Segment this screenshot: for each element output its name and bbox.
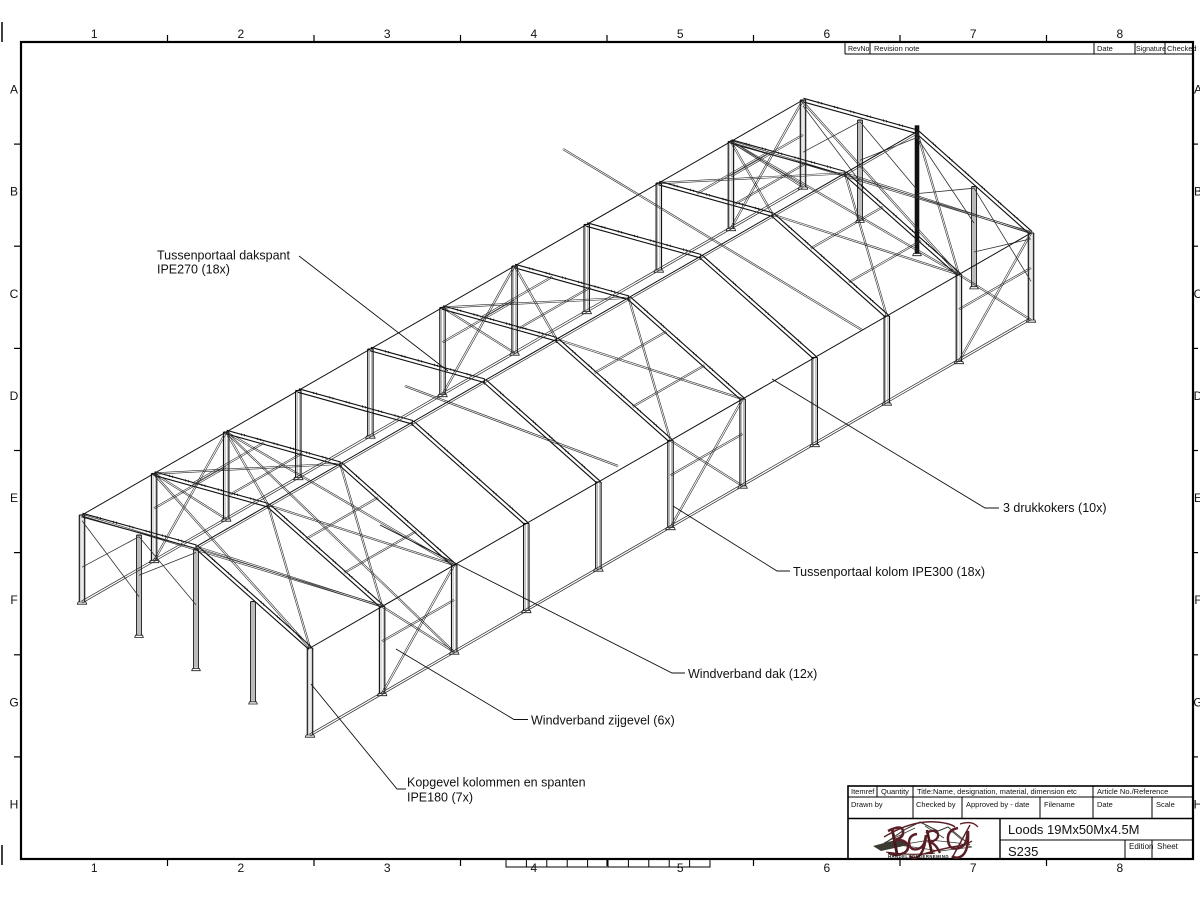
svg-text:E: E <box>10 491 18 505</box>
svg-text:4: 4 <box>530 861 537 875</box>
svg-text:E: E <box>1194 491 1200 505</box>
svg-text:1: 1 <box>91 27 98 41</box>
svg-text:7: 7 <box>970 27 977 41</box>
svg-text:G: G <box>1193 695 1200 709</box>
svg-text:RevNo: RevNo <box>848 46 870 53</box>
svg-text:Windverband dak (12x): Windverband dak (12x) <box>688 667 817 681</box>
svg-text:5: 5 <box>677 27 684 41</box>
svg-text:3 drukkokers (10x): 3 drukkokers (10x) <box>1003 501 1107 515</box>
svg-text:Checked by: Checked by <box>916 800 956 809</box>
svg-text:Signature: Signature <box>1136 46 1166 53</box>
svg-text:8: 8 <box>1116 861 1123 875</box>
svg-text:Kopgevel kolommen en spanten: Kopgevel kolommen en spanten <box>407 776 586 790</box>
svg-text:6: 6 <box>823 861 830 875</box>
svg-text:Windverband zijgevel (6x): Windverband zijgevel (6x) <box>531 714 675 728</box>
svg-text:6: 6 <box>823 27 830 41</box>
svg-text:Filename: Filename <box>1044 800 1075 809</box>
svg-text:F: F <box>10 593 17 607</box>
svg-text:HANDELSONDERNEMING: HANDELSONDERNEMING <box>888 854 949 859</box>
svg-text:C: C <box>1194 287 1200 301</box>
svg-text:A: A <box>1194 83 1200 97</box>
svg-text:Approved by - date: Approved by - date <box>966 800 1029 809</box>
svg-text:IPE270 (18x): IPE270 (18x) <box>157 263 230 277</box>
svg-text:7: 7 <box>970 861 977 875</box>
svg-text:Quantity: Quantity <box>881 787 909 796</box>
svg-text:2: 2 <box>237 861 244 875</box>
svg-text:1: 1 <box>91 861 98 875</box>
svg-text:Date: Date <box>1097 800 1113 809</box>
svg-text:3: 3 <box>384 27 391 41</box>
svg-text:5: 5 <box>677 861 684 875</box>
svg-text:F: F <box>1194 593 1200 607</box>
svg-text:C: C <box>10 287 19 301</box>
svg-text:Edition: Edition <box>1129 842 1153 851</box>
svg-text:8: 8 <box>1116 27 1123 41</box>
svg-text:3: 3 <box>384 861 391 875</box>
svg-text:IPE180 (7x): IPE180 (7x) <box>407 791 473 805</box>
svg-text:G: G <box>9 695 18 709</box>
svg-text:Loods 19Mx50Mx4.5M: Loods 19Mx50Mx4.5M <box>1008 822 1140 837</box>
svg-text:D: D <box>10 389 19 403</box>
svg-text:B: B <box>10 185 18 199</box>
svg-text:Article No./Reference: Article No./Reference <box>1097 787 1168 796</box>
svg-text:Itemref: Itemref <box>851 787 875 796</box>
svg-text:Drawn by: Drawn by <box>851 800 883 809</box>
svg-text:Title:Name, designation, mater: Title:Name, designation, material, dimen… <box>917 787 1077 796</box>
svg-text:Tussenportaal dakspant: Tussenportaal dakspant <box>157 249 290 263</box>
svg-text:Sheet: Sheet <box>1157 842 1179 851</box>
svg-text:A: A <box>10 83 18 97</box>
svg-text:2: 2 <box>237 27 244 41</box>
svg-text:Scale: Scale <box>1156 800 1175 809</box>
svg-text:S235: S235 <box>1008 844 1038 859</box>
svg-text:4: 4 <box>530 27 537 41</box>
svg-text:Tussenportaal kolom IPE300 (18: Tussenportaal kolom IPE300 (18x) <box>793 565 985 579</box>
svg-text:H: H <box>10 797 19 811</box>
svg-text:H: H <box>1194 797 1200 811</box>
svg-text:B: B <box>1194 185 1200 199</box>
svg-text:Checked: Checked <box>1167 44 1197 53</box>
svg-text:D: D <box>1194 389 1200 403</box>
svg-text:Revision note: Revision note <box>874 44 919 53</box>
svg-text:Date: Date <box>1097 44 1113 53</box>
